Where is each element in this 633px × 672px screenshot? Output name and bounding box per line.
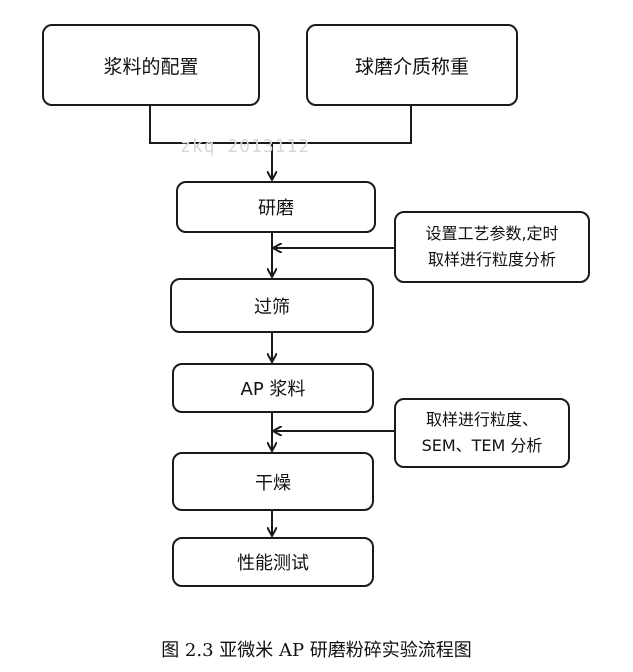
node-ball-weigh: 球磨介质称重 [306, 24, 518, 106]
watermark-text: zkq 2013112 [180, 136, 311, 157]
note-analysis: 取样进行粒度、 SEM、TEM 分析 [394, 398, 570, 468]
node-sieving-label: 过筛 [254, 296, 290, 318]
note-process-params-text: 设置工艺参数,定时 取样进行粒度分析 [425, 224, 559, 269]
node-grinding-label: 研磨 [258, 198, 294, 219]
node-testing: 性能测试 [172, 537, 374, 587]
node-ball-weigh-label: 球磨介质称重 [354, 55, 469, 78]
note-process-params: 设置工艺参数,定时 取样进行粒度分析 [394, 211, 590, 283]
node-testing-label: 性能测试 [237, 553, 309, 574]
node-ap-slurry: AP 浆料 [172, 363, 374, 413]
node-sieving: 过筛 [170, 278, 374, 333]
node-drying-label: 干燥 [255, 472, 291, 494]
node-slurry-prep: 浆料的配置 [42, 24, 260, 106]
node-slurry-prep-label: 浆料的配置 [103, 55, 199, 78]
figure-caption: 图 2.3 亚微米 AP 研磨粉碎实验流程图 [161, 640, 472, 661]
connector-left-branch [149, 104, 272, 144]
note-analysis-text: 取样进行粒度、 SEM、TEM 分析 [421, 410, 543, 455]
node-grinding: 研磨 [176, 181, 376, 233]
node-drying: 干燥 [172, 452, 374, 511]
node-ap-slurry-label: AP 浆料 [240, 379, 306, 400]
connector-right-branch [272, 104, 412, 144]
